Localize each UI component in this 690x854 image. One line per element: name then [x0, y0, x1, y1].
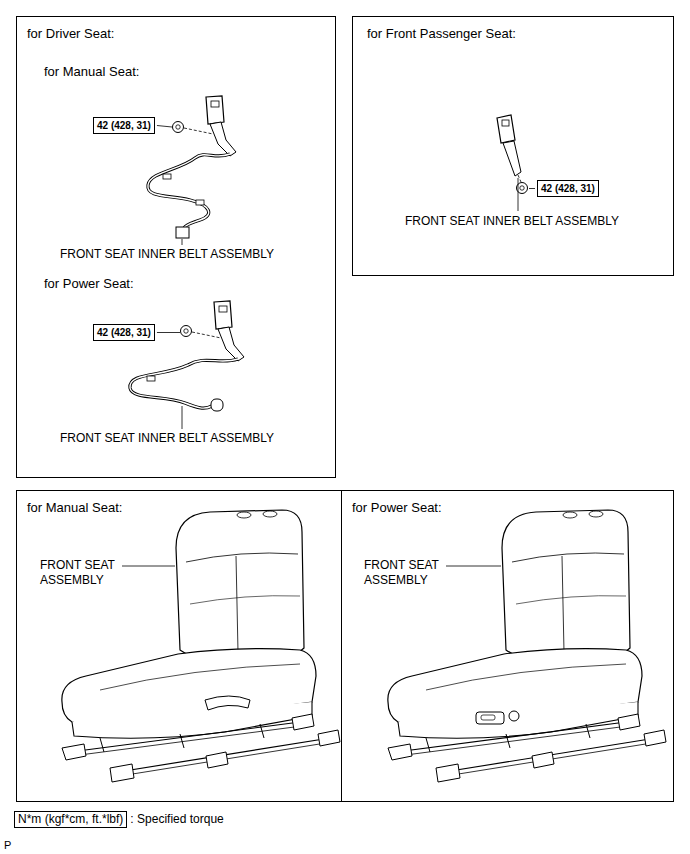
part-name: FRONT SEAT INNER BELT ASSEMBLY	[405, 214, 619, 229]
torque-value: 42 (428, 31)	[97, 327, 151, 338]
section-heading: for Manual Seat:	[27, 500, 122, 516]
page-mark: P	[4, 838, 11, 852]
legend-text: : Specified torque	[130, 812, 223, 827]
section-heading: for Driver Seat:	[27, 26, 114, 42]
legend-sample-box: N*m (kgf*cm, ft.*lbf)	[14, 811, 127, 828]
section-panel: for Manual Seat:	[16, 490, 342, 802]
section-panel: for Front Passenger Seat: 42 (428, 31)	[352, 16, 674, 276]
torque-spec-box: 42 (428, 31)	[93, 117, 155, 134]
leader-line	[157, 332, 180, 333]
torque-spec-box: 42 (428, 31)	[537, 180, 599, 197]
torque-value: 42 (428, 31)	[97, 120, 151, 131]
torque-spec-box: 42 (428, 31)	[93, 324, 155, 341]
sub-heading: for Power Seat:	[44, 276, 134, 292]
sub-heading: for Manual Seat:	[44, 64, 139, 80]
part-name: FRONT SEAT INNER BELT ASSEMBLY	[60, 431, 274, 446]
part-name: FRONT SEAT ASSEMBLY	[40, 558, 120, 588]
part-name: FRONT SEAT INNER BELT ASSEMBLY	[60, 247, 274, 262]
part-name: FRONT SEAT ASSEMBLY	[364, 558, 444, 588]
torque-value: 42 (428, 31)	[541, 183, 595, 194]
section-heading: for Front Passenger Seat:	[367, 26, 516, 42]
leader-line	[157, 126, 172, 128]
leader-line	[529, 188, 535, 189]
section-heading: for Power Seat:	[352, 500, 442, 516]
section-panel: for Power Seat:	[341, 490, 674, 802]
legend-sample: N*m (kgf*cm, ft.*lbf)	[18, 812, 123, 826]
